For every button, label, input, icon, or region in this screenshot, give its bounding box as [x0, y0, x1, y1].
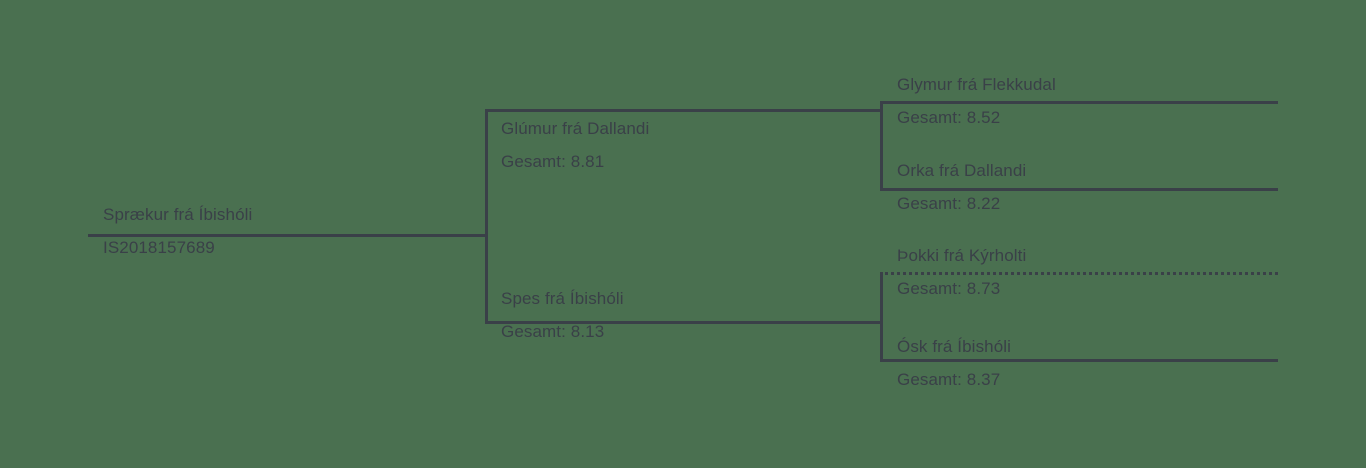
- sire-score: Gesamt: 8.81: [501, 152, 605, 171]
- pedigree-node-dam-sire[interactable]: Þokki frá Kýrholti Gesamt: 8.73: [897, 246, 1026, 299]
- bracket-gen2-arm-bottom: [485, 321, 880, 324]
- bracket-gen3-arm-thokki: [880, 272, 1278, 275]
- bracket-gen3-arm-osk: [880, 359, 1278, 362]
- dam-name: Spes frá Íbishóli: [501, 289, 624, 308]
- pedigree-node-sire-sire[interactable]: Glymur frá Flekkudal Gesamt: 8.52: [897, 75, 1056, 128]
- root-underline: [88, 234, 487, 237]
- dam-score: Gesamt: 8.13: [501, 322, 605, 341]
- dam-dam-score: Gesamt: 8.37: [897, 370, 1001, 389]
- bracket-gen3-arm-orka: [880, 188, 1278, 191]
- root-id: IS2018157689: [103, 238, 215, 257]
- sire-sire-score: Gesamt: 8.52: [897, 108, 1001, 127]
- bracket-gen3-arm-glymur: [880, 101, 1278, 104]
- root-name: Sprækur frá Íbishóli: [103, 205, 253, 224]
- dam-dam-name: Ósk frá Íbishóli: [897, 337, 1012, 356]
- pedigree-node-dam[interactable]: Spes frá Íbishóli Gesamt: 8.13: [501, 289, 624, 342]
- dam-sire-score: Gesamt: 8.73: [897, 279, 1001, 298]
- sire-sire-name: Glymur frá Flekkudal: [897, 75, 1056, 94]
- bracket-gen2-spine: [485, 109, 488, 324]
- pedigree-node-sire[interactable]: Glúmur frá Dallandi Gesamt: 8.81: [501, 119, 649, 172]
- bracket-gen3-upper-spine: [880, 101, 883, 188]
- pedigree-node-root[interactable]: Sprækur frá Íbishóli IS2018157689: [103, 205, 252, 258]
- sire-dam-name: Orka frá Dallandi: [897, 161, 1027, 180]
- bracket-gen2-arm-top: [485, 109, 880, 112]
- sire-dam-score: Gesamt: 8.22: [897, 194, 1001, 213]
- sire-name: Glúmur frá Dallandi: [501, 119, 650, 138]
- dam-sire-name: Þokki frá Kýrholti: [897, 246, 1027, 265]
- bracket-gen3-lower-spine: [880, 272, 883, 359]
- pedigree-node-dam-dam[interactable]: Ósk frá Íbishóli Gesamt: 8.37: [897, 337, 1011, 390]
- pedigree-node-sire-dam[interactable]: Orka frá Dallandi Gesamt: 8.22: [897, 161, 1026, 214]
